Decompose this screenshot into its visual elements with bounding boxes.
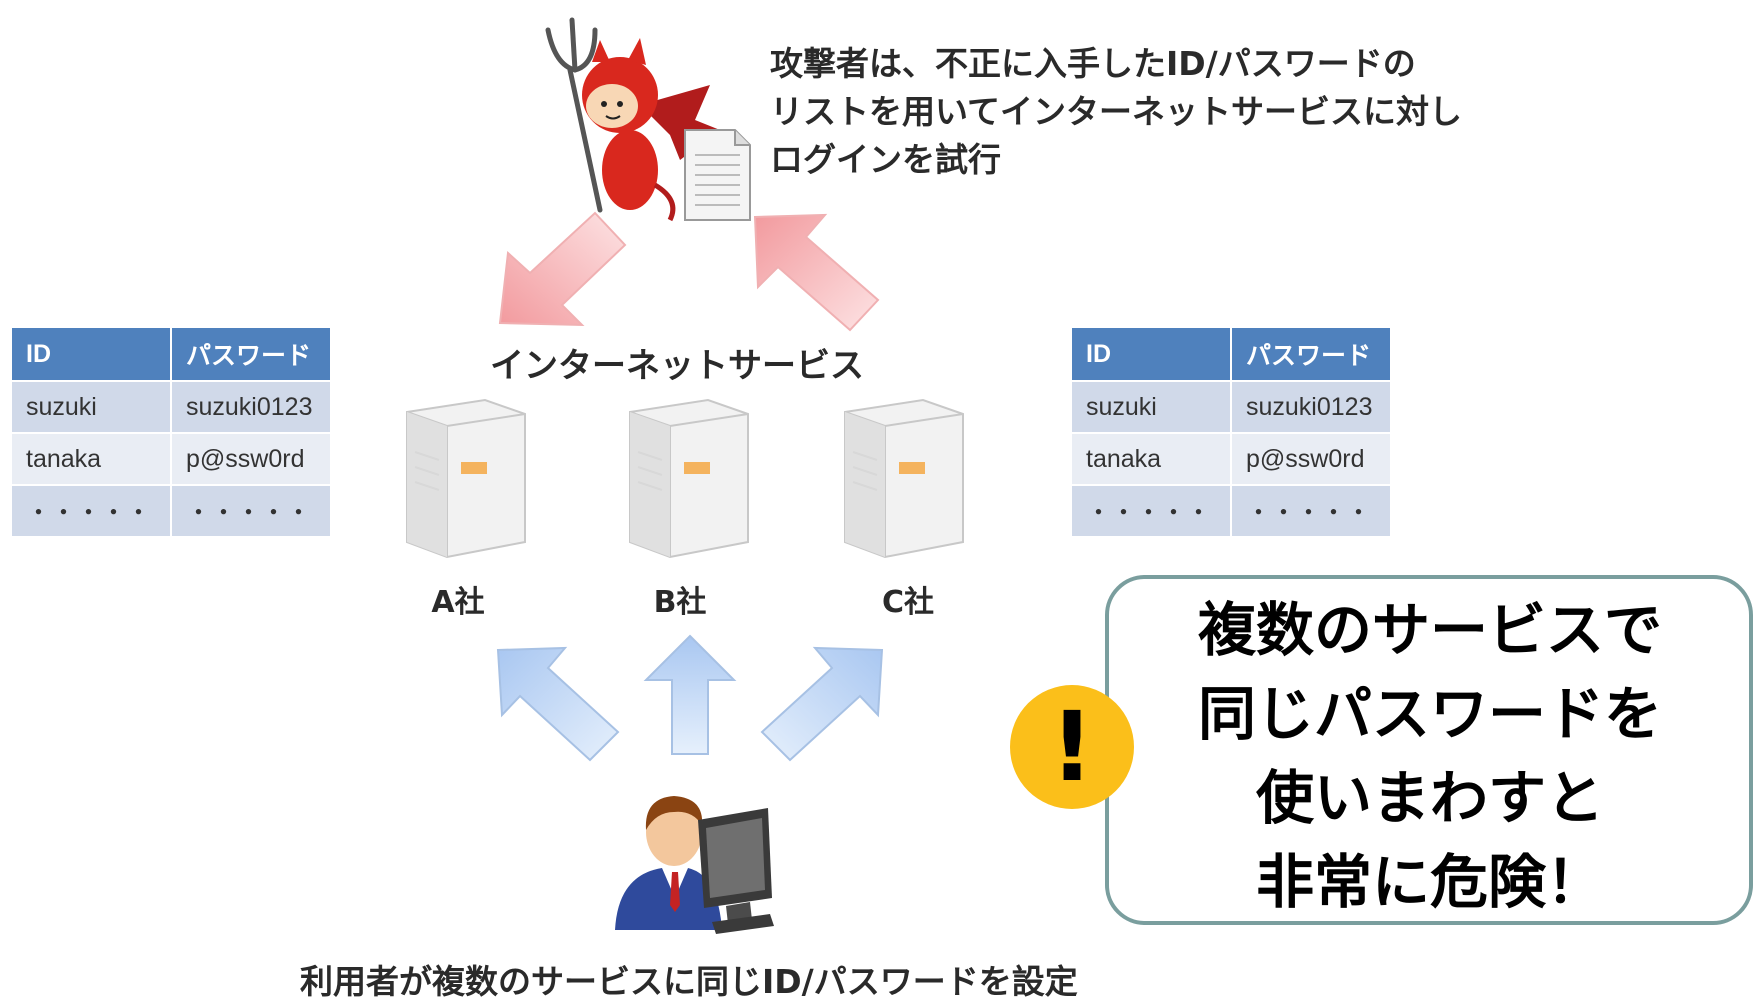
table-row: tanaka p@ssw0rd [1072, 432, 1392, 484]
table-cell: p@ssw0rd [172, 432, 332, 484]
credential-table-right: ID パスワード suzuki suzuki0123 tanaka p@ssw0… [1072, 328, 1392, 536]
user-arrow-up-right [760, 646, 884, 762]
company-label-a: A社 [431, 585, 485, 620]
user-computer-icon [615, 796, 774, 934]
table-row: ・・・・・ ・・・・・ [12, 484, 332, 536]
warning-callout [1105, 575, 1753, 925]
warning-line: 同じパスワードを [1197, 680, 1662, 748]
table-row: suzuki suzuki0123 [12, 380, 332, 432]
company-label-c: C社 [881, 585, 935, 620]
attack-arrow-down-left [498, 211, 627, 327]
table-header-password: パスワード [172, 328, 332, 380]
table-header-id: ID [12, 328, 172, 380]
table-row: suzuki suzuki0123 [1072, 380, 1392, 432]
user-arrow-up [643, 634, 737, 755]
table-cell: ・・・・・ [1232, 484, 1392, 536]
table-cell: ・・・・・ [12, 484, 172, 536]
server-icon [406, 398, 526, 559]
warning-line: 非常に危険！ [1255, 848, 1604, 916]
internet-service-label: インターネットサービス [490, 346, 864, 386]
warning-line: 使いまわすと [1255, 764, 1604, 832]
table-cell: tanaka [12, 432, 172, 484]
exclamation-glyph: ! [1050, 691, 1094, 803]
table-cell: suzuki0123 [1232, 380, 1392, 432]
company-label-b: B社 [653, 585, 707, 620]
table-cell: suzuki [12, 380, 172, 432]
table-header-id: ID [1072, 328, 1232, 380]
attacker-devil-icon [545, 17, 751, 222]
table-cell: p@ssw0rd [1232, 432, 1392, 484]
credential-table-left: ID パスワード suzuki suzuki0123 tanaka p@ssw0… [12, 328, 332, 536]
attacker-caption-line: リストを用いてインターネットサービスに対し [770, 92, 1463, 131]
exclamation-icon: ! [1010, 685, 1134, 809]
attacker-caption-line: ログインを試行 [770, 140, 1001, 179]
user-caption: 利用者が複数のサービスに同じID/パスワードを設定 [300, 962, 1078, 1001]
attack-arrow-up-left [753, 213, 880, 332]
user-arrow-up-left [496, 646, 620, 762]
server-icon [629, 398, 749, 559]
table-cell: suzuki [1072, 380, 1232, 432]
table-cell: ・・・・・ [1072, 484, 1232, 536]
warning-message: 複数のサービスで 同じパスワードを 使いまわすと 非常に危険！ [1110, 588, 1750, 924]
table-cell: ・・・・・ [172, 484, 332, 536]
server-icon [844, 398, 964, 559]
table-header-password: パスワード [1232, 328, 1392, 380]
table-row: ・・・・・ ・・・・・ [1072, 484, 1392, 536]
table-cell: tanaka [1072, 432, 1232, 484]
warning-line: 複数のサービスで [1197, 596, 1662, 664]
table-row: tanaka p@ssw0rd [12, 432, 332, 484]
table-cell: suzuki0123 [172, 380, 332, 432]
attacker-caption: 攻撃者は、不正に入手したID/パスワードの リストを用いてインターネットサービス… [770, 40, 1490, 184]
attacker-caption-line: 攻撃者は、不正に入手したID/パスワードの [770, 44, 1416, 83]
